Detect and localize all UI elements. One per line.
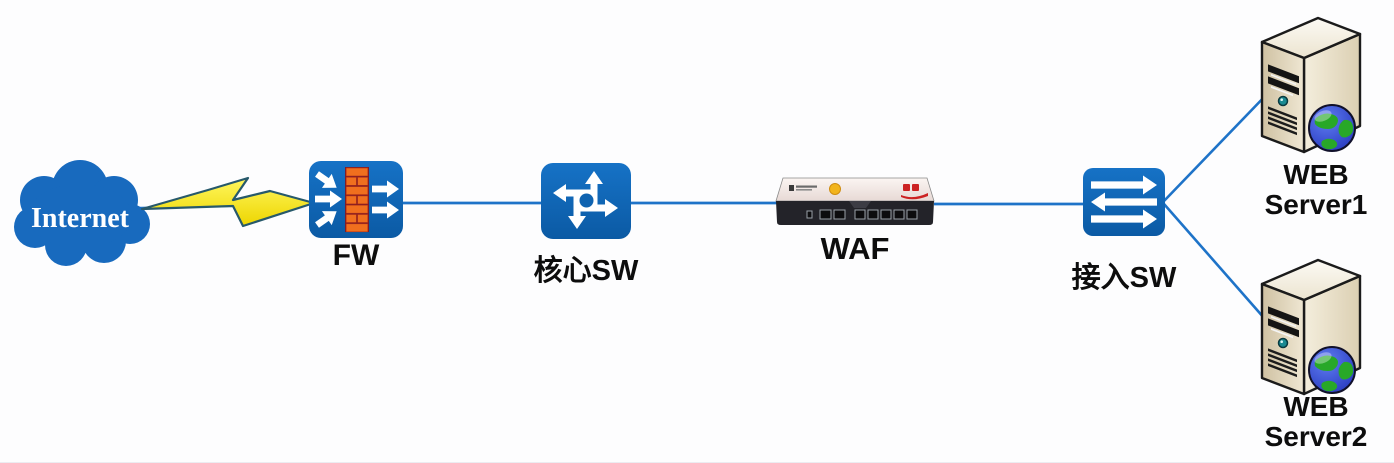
- switch-core-icon: [541, 163, 631, 239]
- link-accessswitch-server1: [1163, 90, 1271, 202]
- appliance-ports: [806, 209, 918, 220]
- brick-wall: [345, 167, 369, 233]
- node-internet: Internet: [8, 158, 154, 271]
- appliance-logo-red: [901, 184, 928, 200]
- server-front-details: [1268, 64, 1299, 136]
- web-server1-label-line2: Server1: [1264, 189, 1368, 220]
- server-tower-icon: [1260, 258, 1362, 396]
- appliance-front-notch: [849, 201, 871, 208]
- switch-access-icon: [1083, 168, 1165, 236]
- web-server2-label-line2: Server2: [1264, 421, 1368, 452]
- node-access-switch: [1082, 167, 1166, 242]
- firewall-icon: [309, 161, 403, 238]
- node-web-server1: [1256, 14, 1368, 163]
- appliance-yellow-dot: [829, 183, 841, 195]
- server-tower-icon: [1260, 16, 1362, 154]
- web-server1-label: WEB Server1: [1246, 160, 1386, 220]
- globe-icon: [1308, 104, 1356, 152]
- power-button-glint: [1280, 340, 1283, 343]
- node-web-server2: [1256, 256, 1368, 405]
- access-switch-label: 接入SW: [1071, 262, 1177, 294]
- waf-label: WAF: [820, 231, 890, 266]
- internet-label: Internet: [31, 203, 130, 234]
- pinwheel-center-dot: [579, 193, 594, 208]
- web-server2-label-line1: WEB: [1283, 391, 1349, 422]
- appliance-brand-marks: [789, 185, 817, 191]
- switch-arrows: [1091, 175, 1157, 229]
- web-server1-label-line1: WEB: [1283, 159, 1349, 190]
- node-waf: [773, 177, 937, 234]
- link-accessswitch-server2: [1163, 203, 1273, 328]
- lightning-icon: [140, 176, 316, 228]
- waf-appliance-icon: [775, 177, 935, 225]
- server-power-button: [1277, 95, 1289, 107]
- web-server2-label: WEB Server2: [1246, 392, 1386, 452]
- node-firewall: [308, 160, 404, 244]
- cloud-icon: Internet: [14, 160, 150, 266]
- server-power-button: [1277, 337, 1289, 349]
- globe-icon: [1308, 346, 1356, 394]
- server-front-details: [1268, 306, 1299, 378]
- firewall-label: FW: [332, 239, 380, 272]
- node-core-switch: [540, 162, 632, 245]
- core-switch-label: 核心SW: [533, 255, 639, 287]
- power-button-glint: [1280, 98, 1283, 101]
